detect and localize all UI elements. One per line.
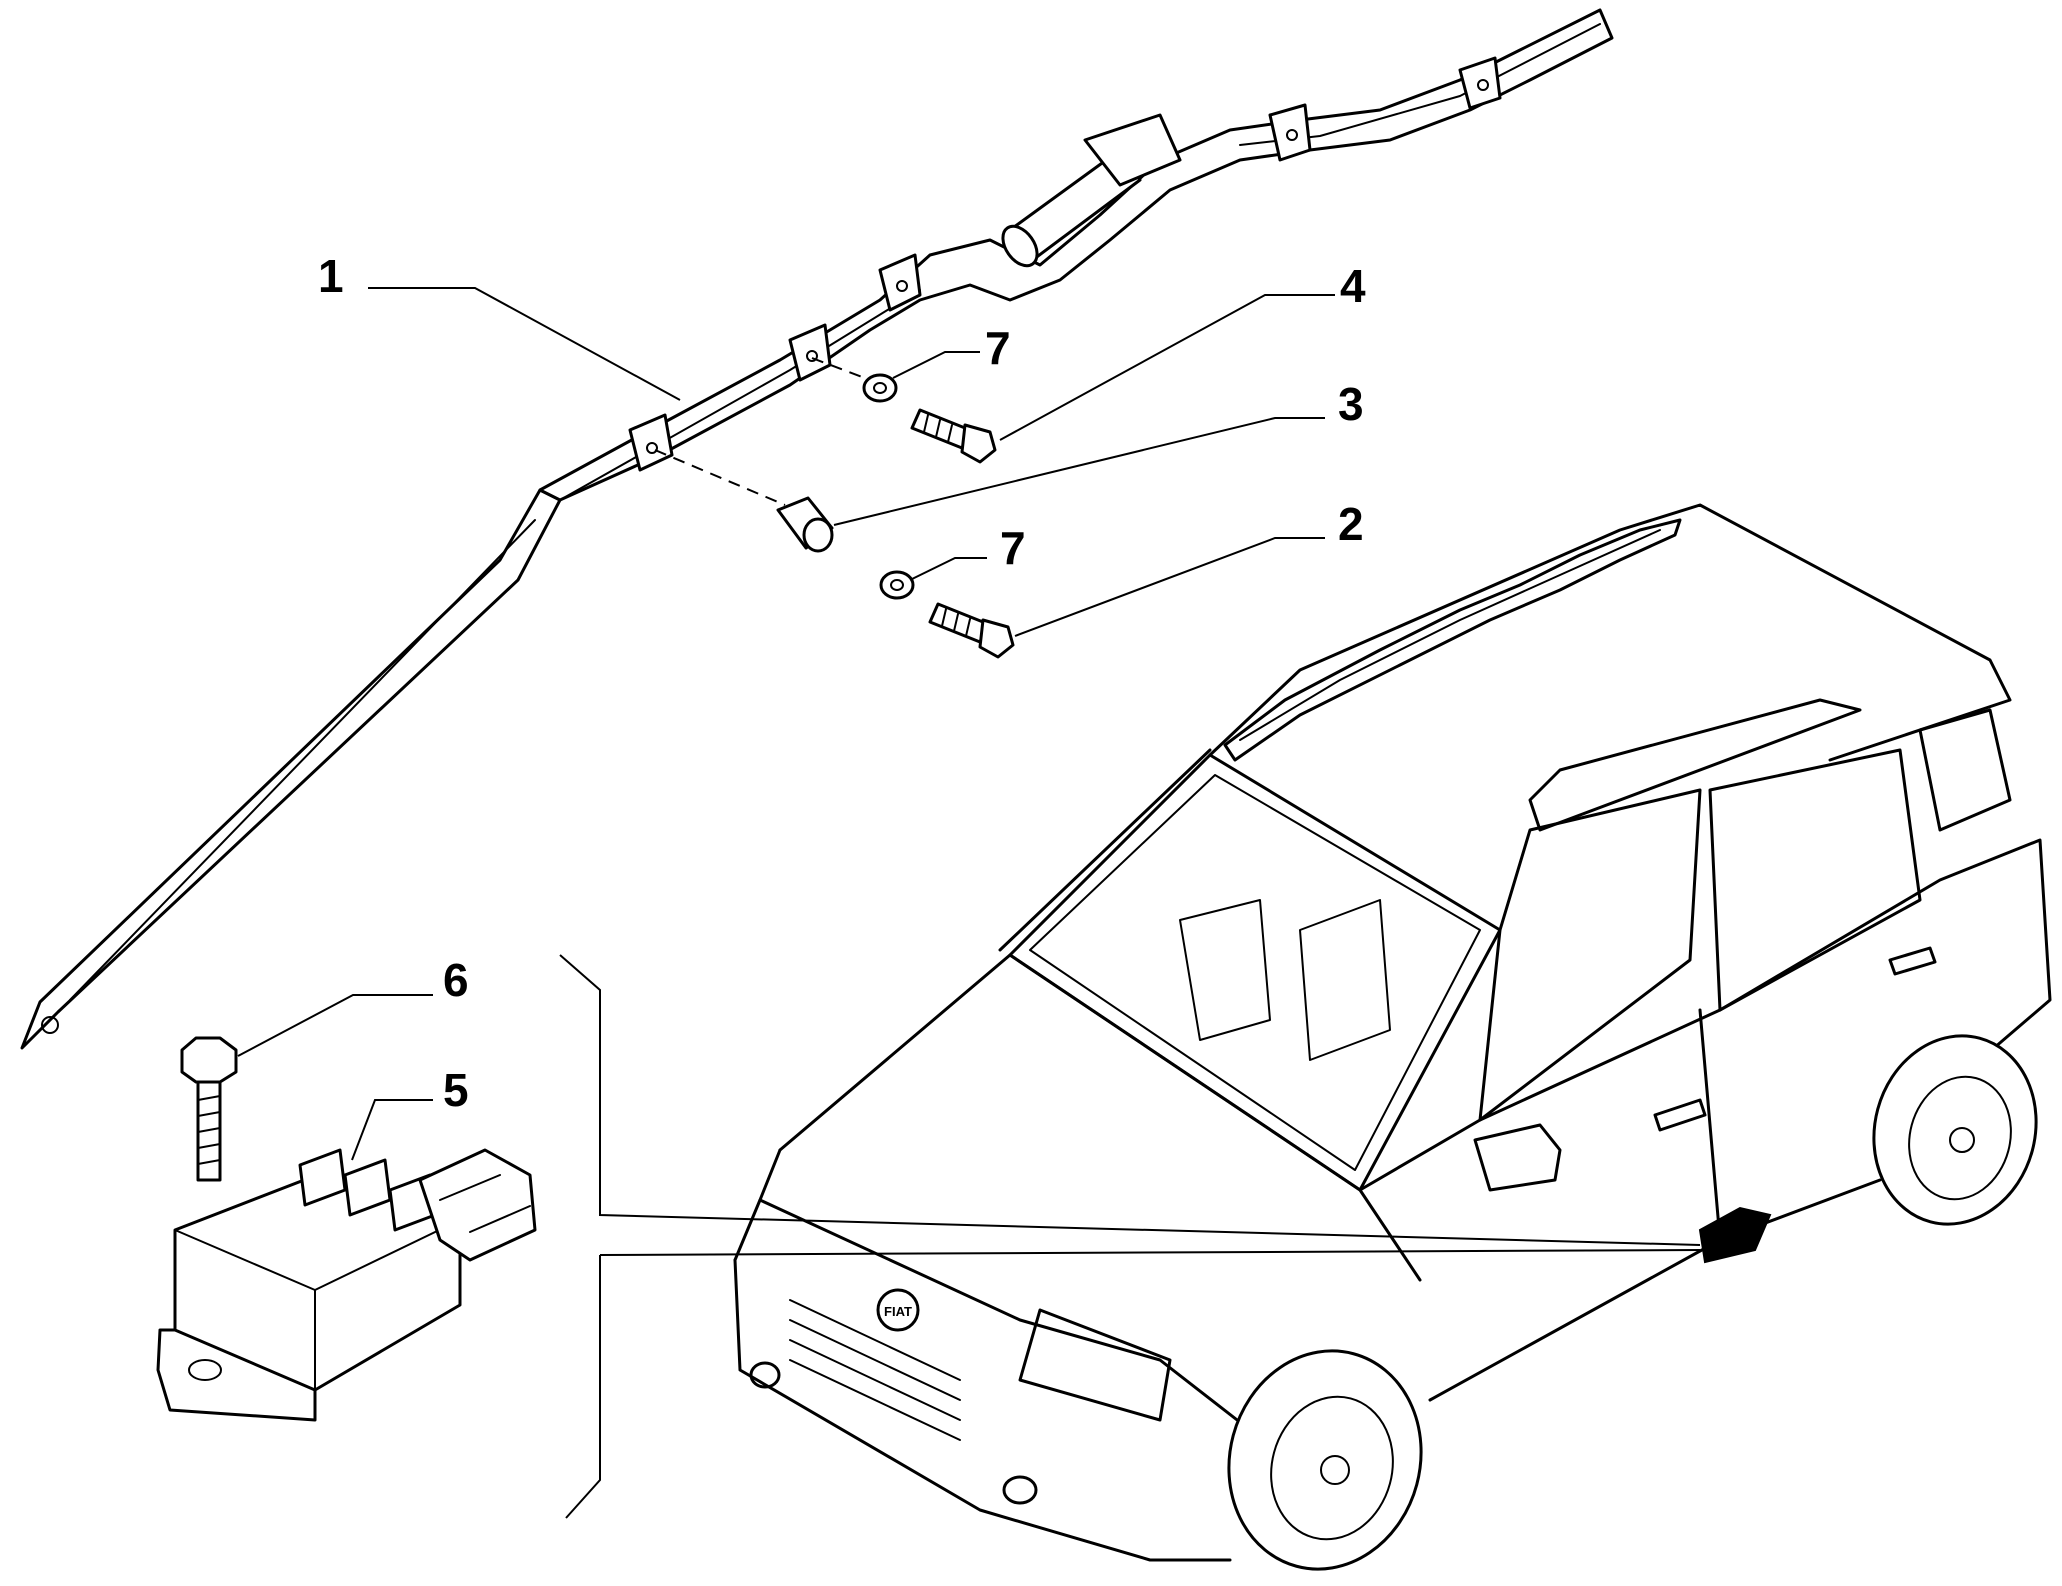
callout-4: 4 <box>1340 260 1366 312</box>
leader-line-1 <box>368 287 681 401</box>
bolt-6 <box>180 1036 238 1182</box>
callout-6: 6 <box>443 954 469 1006</box>
front-badge-text: FIAT <box>884 1304 912 1319</box>
crash-sensor-5 <box>156 1148 537 1422</box>
bolt-2 <box>928 602 1015 659</box>
sensor-location-marker <box>1698 1206 1772 1264</box>
callout-3: 3 <box>1338 378 1364 430</box>
callout-5: 5 <box>443 1064 469 1116</box>
spacer-3 <box>776 496 834 553</box>
leader-line-6 <box>237 994 433 1057</box>
callout-7-upper: 7 <box>985 322 1011 374</box>
car-outline <box>733 503 2052 1571</box>
washer-upper <box>862 373 898 403</box>
leader-line-7b <box>909 557 987 581</box>
washer-lower <box>879 570 915 600</box>
magnify-guide-line <box>565 1255 601 1519</box>
leader-line-5 <box>351 1099 433 1161</box>
magnify-guide-line <box>559 954 1701 1246</box>
leader-line-2 <box>1014 537 1325 637</box>
leader-line-3 <box>833 417 1325 526</box>
leader-line-7a <box>892 351 980 379</box>
callout-2: 2 <box>1338 498 1364 550</box>
curtain-airbag <box>20 8 1614 1050</box>
callout-7-lower: 7 <box>1000 522 1026 574</box>
assembly-line <box>811 357 871 381</box>
bolt-4 <box>910 408 997 464</box>
assembly-line <box>654 449 786 506</box>
leader-line-4 <box>999 294 1335 441</box>
magnify-guide-line <box>599 1249 1701 1256</box>
callout-1: 1 <box>318 250 344 302</box>
